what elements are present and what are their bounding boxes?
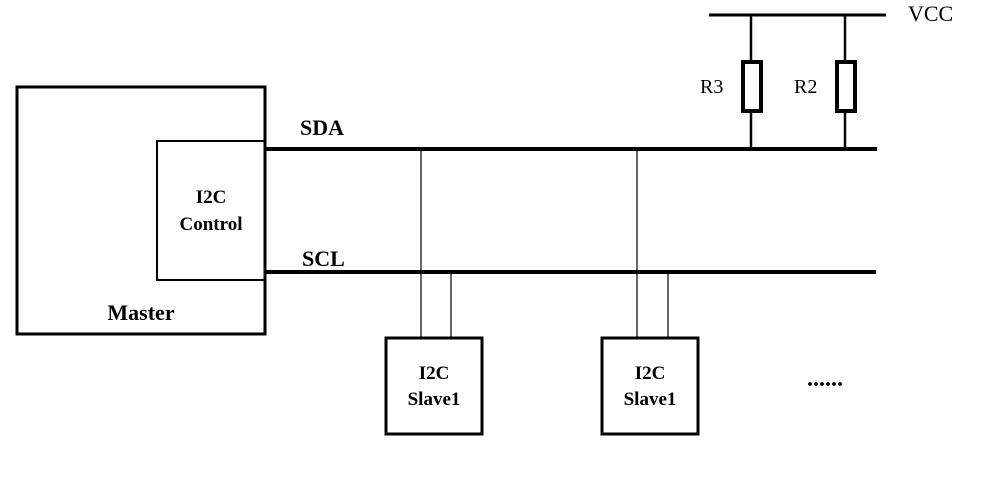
- master-label: Master: [107, 300, 174, 325]
- r3-resistor: [741, 60, 763, 113]
- i2c-control-label-line1: I2C: [196, 187, 227, 208]
- r2-resistor: [835, 60, 857, 113]
- slave1-label-line1: I2C: [419, 363, 450, 384]
- sda-label: SDA: [300, 115, 344, 140]
- slave2-label-line1: I2C: [635, 363, 666, 384]
- r2-label: R2: [794, 76, 817, 98]
- slave1-box: [384, 336, 484, 436]
- master-box: [15, 85, 267, 336]
- slave2-box: [600, 336, 700, 436]
- slave1-label-line2: Slave1: [408, 389, 461, 410]
- i2c-control-box: [156, 140, 266, 281]
- r3-label: R3: [700, 76, 723, 98]
- vcc-label: VCC: [908, 1, 953, 26]
- i2c-control-label-line2: Control: [180, 214, 243, 235]
- more-devices-ellipsis: ......: [807, 366, 843, 392]
- scl-label: SCL: [302, 246, 345, 271]
- slave2-label-line2: Slave1: [624, 389, 677, 410]
